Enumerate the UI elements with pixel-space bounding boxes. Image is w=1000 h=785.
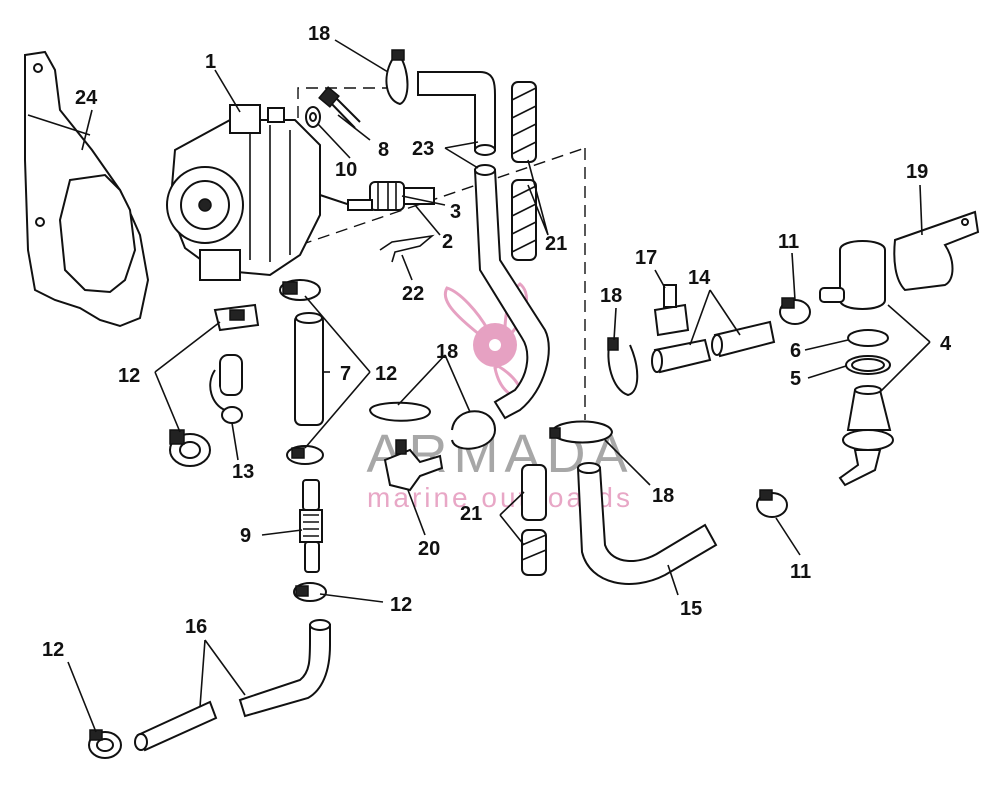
elbow-fitting-part — [383, 439, 444, 492]
callout-12-center: 12 — [375, 363, 397, 385]
callout-11-upper: 11 — [778, 231, 799, 253]
long-hose-part — [473, 164, 550, 420]
tee-fitting-part — [653, 284, 690, 337]
elbow-hose-lower-part — [576, 462, 718, 585]
lower-hose-pair-part — [134, 619, 331, 752]
callout-18-center: 18 — [436, 341, 458, 363]
fuel-filter-part — [819, 240, 894, 487]
callout-1: 1 — [205, 51, 216, 73]
o-ring-part — [847, 329, 889, 347]
hose-clip-right-part — [607, 337, 639, 397]
fuel-pump-part — [166, 104, 366, 281]
hose-clamp-top-part — [279, 279, 321, 301]
callout-19: 19 — [906, 161, 928, 183]
hose-clip-top-part — [385, 49, 409, 106]
fitting-part — [347, 181, 435, 211]
callout-12-bottom: 12 — [42, 639, 64, 661]
callout-8: 8 — [378, 139, 389, 161]
callout-3: 3 — [450, 201, 461, 223]
callout-18-top: 18 — [308, 23, 330, 45]
callout-13: 13 — [232, 461, 254, 483]
callout-18-right: 18 — [600, 285, 622, 307]
callout-5: 5 — [790, 368, 801, 390]
callout-18-lower: 18 — [652, 485, 674, 507]
callout-17: 17 — [635, 247, 657, 269]
hose-clamp-left-part — [213, 303, 260, 332]
callout-12-lower: 12 — [390, 594, 412, 616]
callout-10: 10 — [335, 159, 357, 181]
hose-clip-mid-part — [451, 410, 497, 450]
callout-24: 24 — [75, 87, 98, 109]
check-valve-part — [209, 354, 243, 424]
screw-part — [318, 86, 361, 129]
callout-14: 14 — [688, 267, 711, 289]
callout-15: 15 — [680, 598, 702, 620]
leader-lines — [67, 39, 931, 733]
callout-21-lower: 21 — [460, 503, 482, 525]
propeller-logo-icon — [443, 282, 529, 398]
elbow-hose-upper-part — [417, 71, 496, 156]
callout-labels: 1 2 3 4 5 6 7 8 9 10 11 11 12 12 12 12 1… — [42, 23, 952, 661]
callout-21-upper: 21 — [545, 233, 567, 255]
wire-clip-part — [379, 234, 435, 263]
hose-clamp-mid-part — [286, 445, 324, 465]
callout-12-left: 12 — [118, 365, 140, 387]
washer-part — [305, 106, 321, 128]
hose-sleeve-lower-part — [521, 464, 547, 576]
hose-connector-part — [299, 479, 323, 573]
straight-hose-part — [294, 312, 324, 426]
hose-clamp-right-lower-part — [756, 489, 788, 518]
callout-9: 9 — [240, 525, 251, 547]
callout-11-lower: 11 — [790, 561, 811, 583]
callout-7: 7 — [340, 363, 351, 385]
short-hose-pair-part — [651, 320, 776, 374]
callout-4: 4 — [940, 333, 952, 355]
callout-16: 16 — [185, 616, 207, 638]
hose-clamp-bottom-left-part — [88, 729, 122, 759]
gasket-part — [845, 355, 891, 375]
dashed-assembly-lines — [297, 87, 586, 420]
callout-20: 20 — [418, 538, 440, 560]
filter-bracket-part — [893, 210, 980, 292]
callout-2: 2 — [442, 231, 453, 253]
hose-clamp-right-upper-part — [779, 297, 811, 325]
callout-6: 6 — [790, 340, 801, 362]
callout-23: 23 — [412, 138, 434, 160]
hose-clamp-left-lower-part — [169, 429, 211, 467]
mounting-bracket-part — [24, 50, 150, 328]
hose-sleeve-upper-part — [511, 81, 537, 261]
hose-clip-mid-left-part — [368, 401, 432, 422]
hose-clip-lower-right-part — [549, 420, 614, 444]
hose-clamp-low-part — [293, 582, 327, 602]
callout-22: 22 — [402, 283, 424, 305]
